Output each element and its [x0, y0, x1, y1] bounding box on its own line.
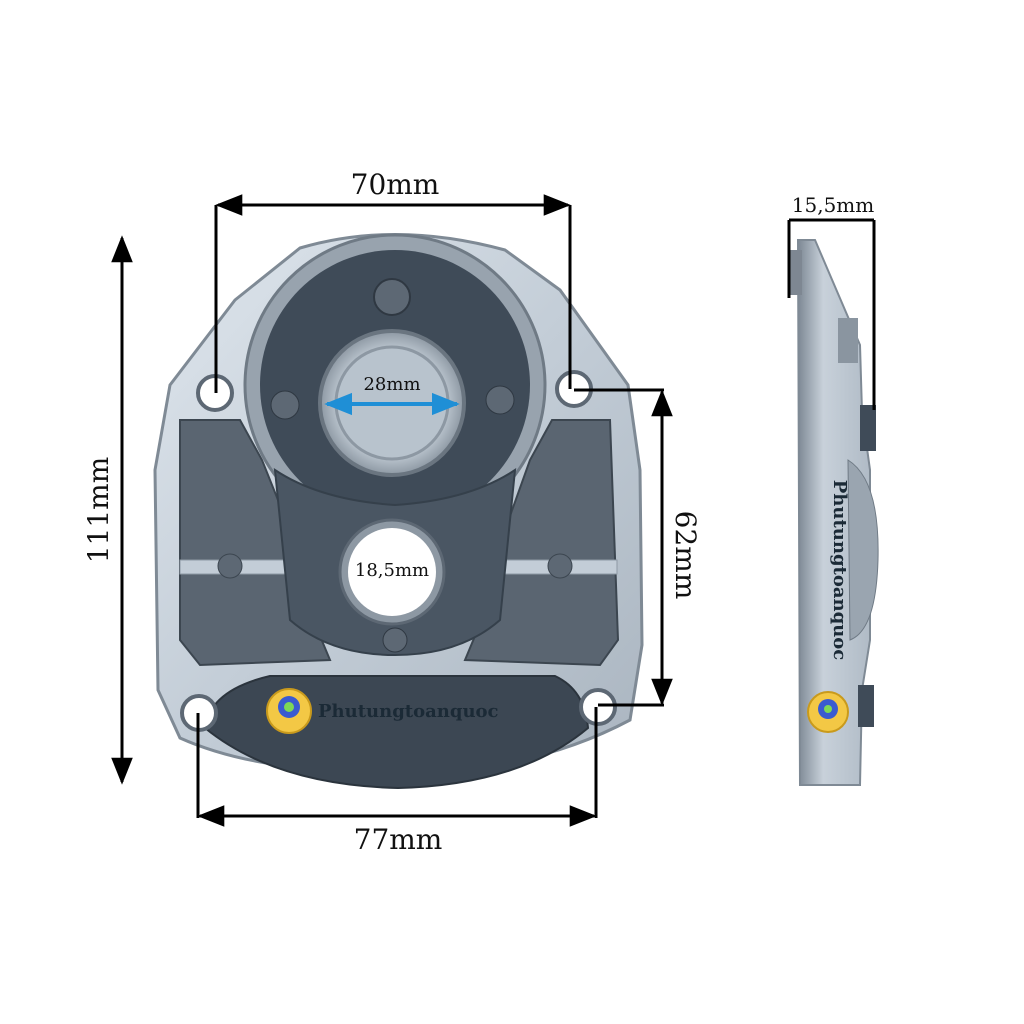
brand-logo-side: [807, 691, 849, 733]
side-boss-mid: [860, 405, 876, 451]
bore-small-label: 18,5mm: [355, 560, 429, 581]
top-notch: [373, 278, 411, 316]
bore-large-label: 28mm: [363, 374, 420, 395]
hole-spacing-label: 62mm: [669, 511, 702, 600]
width-top-label: 70mm: [351, 168, 440, 201]
side-boss-upper: [838, 318, 858, 363]
brand-name-front: Phutungtoanquoc: [318, 701, 499, 722]
right-rib-boss: [547, 553, 573, 579]
left-rib-boss: [217, 553, 243, 579]
bottom-cover: [203, 675, 590, 790]
bottom-notch: [382, 627, 408, 653]
side-hub: [847, 459, 879, 641]
shaft-bore-small: [348, 528, 436, 616]
dimension-lines: 70mm 111mm 62mm 77mm: [82, 168, 702, 856]
mount-hole-bottom-right: [579, 688, 617, 726]
side-view: 15,5mm Phutungtoanquoc: [787, 193, 879, 786]
width-bottom-label: 77mm: [354, 823, 443, 856]
brand-logo-front: [266, 688, 312, 734]
left-chamber-boss: [270, 390, 300, 420]
side-flange: [788, 250, 802, 295]
side-boss-lower: [858, 685, 874, 727]
brand-name-side: Phutungtoanquoc: [829, 480, 850, 661]
front-view: Phutungtoanquoc 28mm 18,5mm: [153, 232, 644, 790]
right-cavity: [463, 419, 620, 667]
right-chamber-boss: [485, 385, 515, 415]
height-total-label: 111mm: [82, 457, 115, 564]
thickness-label: 15,5mm: [792, 193, 874, 217]
